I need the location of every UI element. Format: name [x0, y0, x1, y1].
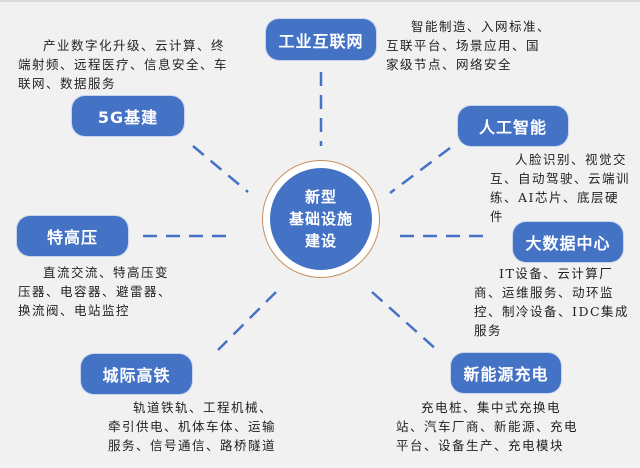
5g-description: 产业数字化升级、云计算、终端射频、远程医疗、信息安全、车联网、数据服务 [18, 38, 229, 91]
top-border [0, 0, 640, 2]
center-line-1: 新型 [304, 188, 337, 206]
node-uhv: 特高压 [17, 216, 128, 256]
node-5g: 5G基建 [72, 96, 184, 136]
data-center-description: IT设备、云计算厂商、运维服务、动环监控、制冷设备、IDC集成服务 [474, 266, 630, 338]
node-ev-charging: 新能源充电 [451, 353, 561, 393]
node-ai: 人工智能 [458, 106, 568, 146]
connector-ai [389, 147, 451, 194]
connector-5g [192, 145, 249, 193]
center-line-2: 基础设施 [288, 210, 353, 228]
node-industrial-internet: 工业互联网 [266, 19, 376, 60]
center-node: 新型 基础设施 建设 [270, 168, 372, 270]
ai-description: 人脸识别、视觉交互、自动驾驶、云端训练、AI芯片、底层硬件 [490, 152, 631, 224]
intercity-rail-description: 轨道铁轨、工程机械、牵引供电、机体车体、运输服务、信号通信、路桥隧道 [108, 400, 277, 453]
uhv-description: 直流交流、特高压变压器、电容器、避雷器、换流阀、电站监控 [18, 265, 173, 318]
connector-ev-charging [371, 291, 438, 351]
node-intercity-rail: 城际高铁 [81, 354, 192, 394]
center-line-3: 建设 [304, 232, 337, 250]
node-data-center: 大数据中心 [513, 222, 623, 262]
industrial-internet-description: 智能制造、入网标准、互联平台、场景应用、国家级节点、网络安全 [386, 19, 552, 72]
ev-charging-description: 充电桩、集中式充换电站、汽车厂商、新能源、充电平台、设备生产、充电模块 [396, 400, 579, 453]
connector-intercity-rail [217, 291, 277, 351]
